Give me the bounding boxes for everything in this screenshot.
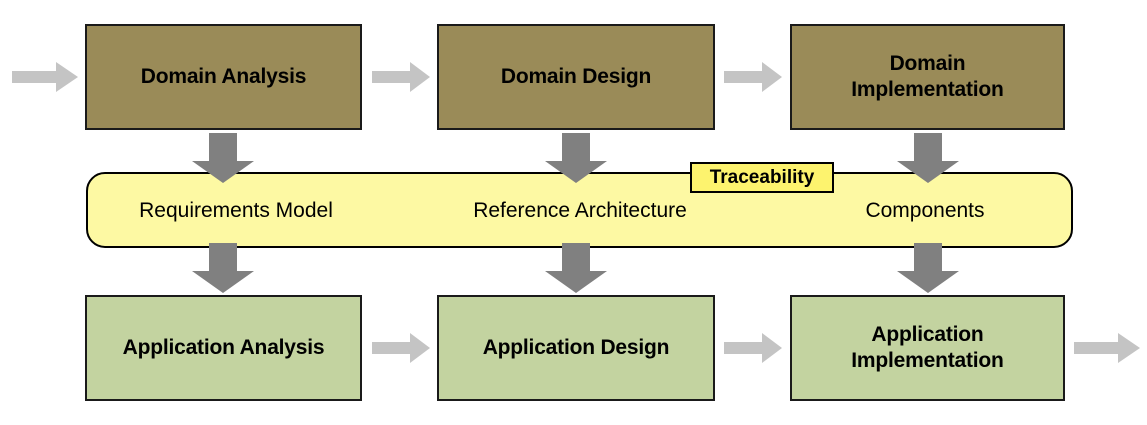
box-application-implementation[interactable]: Application Implementation (790, 295, 1065, 401)
box-domain-analysis-label: Domain Analysis (140, 64, 307, 88)
reference-architecture-to-application-design-arrow (545, 243, 607, 293)
box-application-analysis[interactable]: Application Analysis (85, 295, 362, 401)
requirements-model-to-application-analysis-arrow (192, 243, 254, 293)
application-analysis-to-design-arrow (372, 333, 430, 363)
artifact-reference-architecture: Reference Architecture (430, 199, 730, 223)
box-application-implementation-label: Application Implementation (851, 322, 1004, 372)
traceability-tag: Traceability (690, 162, 834, 193)
box-application-analysis-label: Application Analysis (122, 335, 325, 359)
components-to-application-implementation-arrow (897, 243, 959, 293)
box-domain-implementation-label: Domain Implementation (851, 51, 1004, 101)
artifact-components: Components (775, 199, 1075, 223)
outflow-arrow (1074, 333, 1140, 363)
artifact-requirements-model: Requirements Model (86, 199, 386, 223)
box-domain-implementation[interactable]: Domain Implementation (790, 24, 1065, 130)
traceability-tag-label: Traceability (709, 166, 815, 188)
box-domain-design-label: Domain Design (500, 64, 652, 88)
box-application-design[interactable]: Application Design (437, 295, 715, 401)
artifact-reference-architecture-label: Reference Architecture (473, 199, 687, 222)
domain-implementation-to-components-arrow (897, 133, 959, 183)
box-application-design-label: Application Design (482, 335, 670, 359)
domain-design-to-implementation-arrow (724, 62, 782, 92)
box-domain-design[interactable]: Domain Design (437, 24, 715, 130)
artifact-requirements-model-label: Requirements Model (139, 199, 333, 222)
domain-design-to-reference-architecture-arrow (545, 133, 607, 183)
box-domain-analysis[interactable]: Domain Analysis (85, 24, 362, 130)
inflow-arrow (12, 62, 78, 92)
artifact-components-label: Components (865, 199, 985, 222)
domain-analysis-to-design-arrow (372, 62, 430, 92)
application-design-to-implementation-arrow (724, 333, 782, 363)
domain-analysis-to-requirements-model-arrow (192, 133, 254, 183)
